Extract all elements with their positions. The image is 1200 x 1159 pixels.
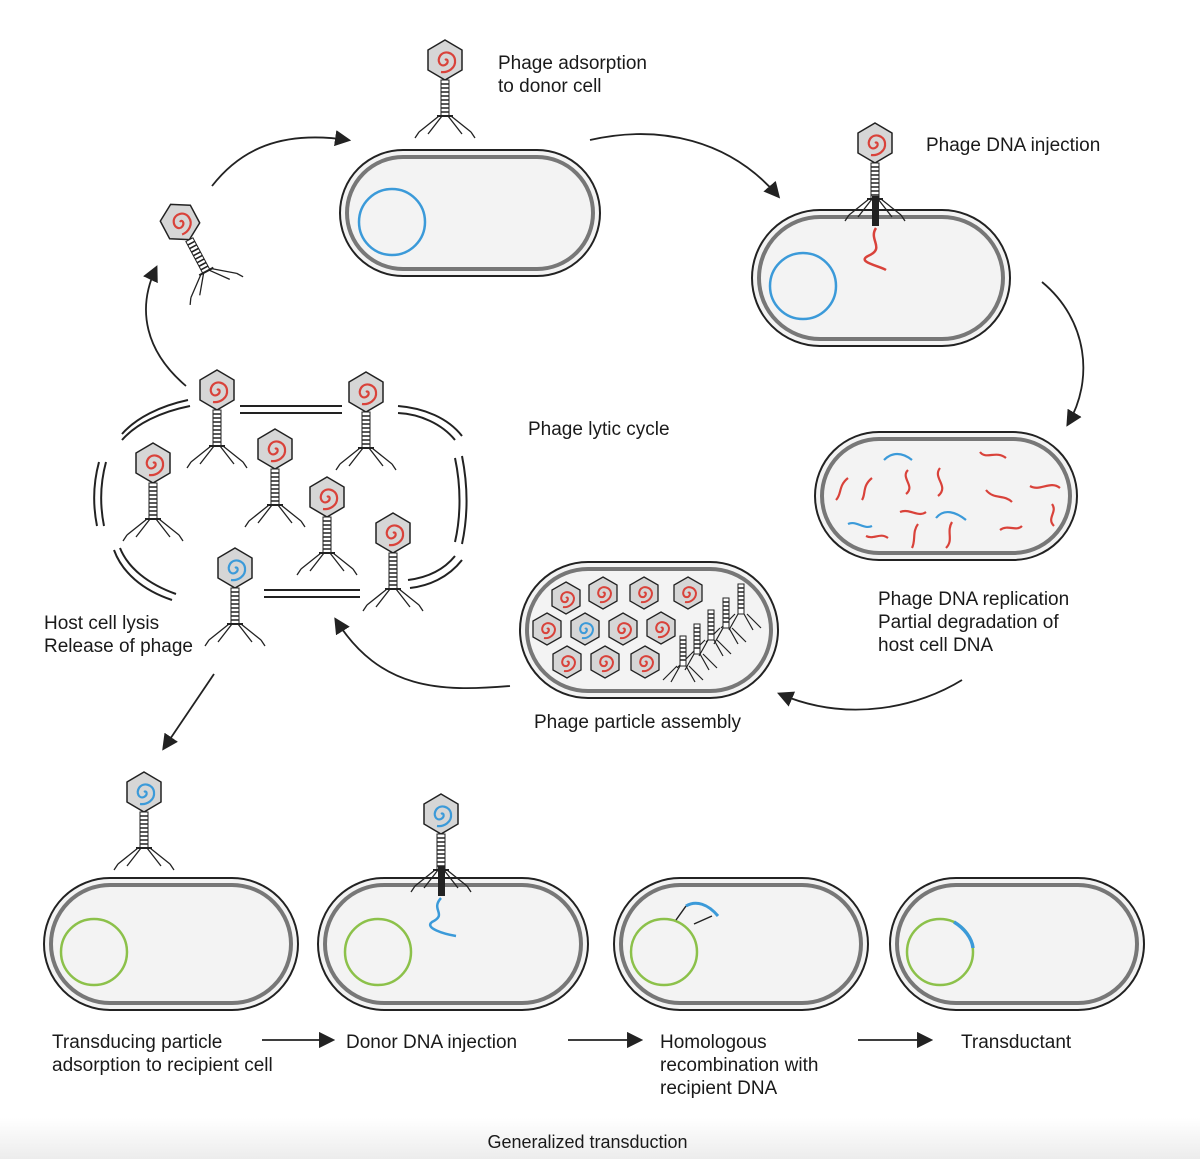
donor-cell-adsorption: [339, 38, 601, 277]
transducing-phage-icon: [203, 546, 267, 648]
adsorbing-phage-icon: [413, 38, 477, 140]
label-donor-dna-injection: Donor DNA injection: [346, 1032, 518, 1053]
recipient-cell-adsorption: [43, 770, 299, 1011]
assembly-cell: [519, 561, 779, 699]
label-phage-particle-assembly: Phage particle assembly: [534, 712, 741, 733]
recipient-cell-recombination: [613, 877, 869, 1011]
caption-bar: [0, 1118, 1200, 1159]
transductant-cell: [889, 877, 1145, 1011]
replication-cell: [814, 431, 1078, 561]
label-homologous-recombination: Homologous recombination with recipient …: [660, 1032, 819, 1099]
recipient-cell-injection: [317, 792, 589, 1011]
label-transducing-particle: Transducing particle adsorption to recip…: [52, 1032, 273, 1076]
free-phage-icon: [143, 189, 245, 307]
label-host-cell-lysis: Host cell lysis Release of phage: [44, 613, 193, 657]
label-phage-lytic-cycle: Phage lytic cycle: [528, 419, 670, 440]
label-phage-adsorption: Phage adsorption to donor cell: [498, 53, 647, 97]
label-phage-dna-replication: Phage DNA replication Partial degradatio…: [878, 589, 1070, 656]
figure-caption: Generalized transduction: [487, 1132, 688, 1152]
lysed-cell: [93, 399, 468, 601]
label-transductant: Transductant: [961, 1032, 1072, 1053]
injection-cell: [751, 121, 1011, 347]
released-phage-icon: [185, 368, 249, 470]
label-phage-dna-injection: Phage DNA injection: [926, 135, 1101, 156]
